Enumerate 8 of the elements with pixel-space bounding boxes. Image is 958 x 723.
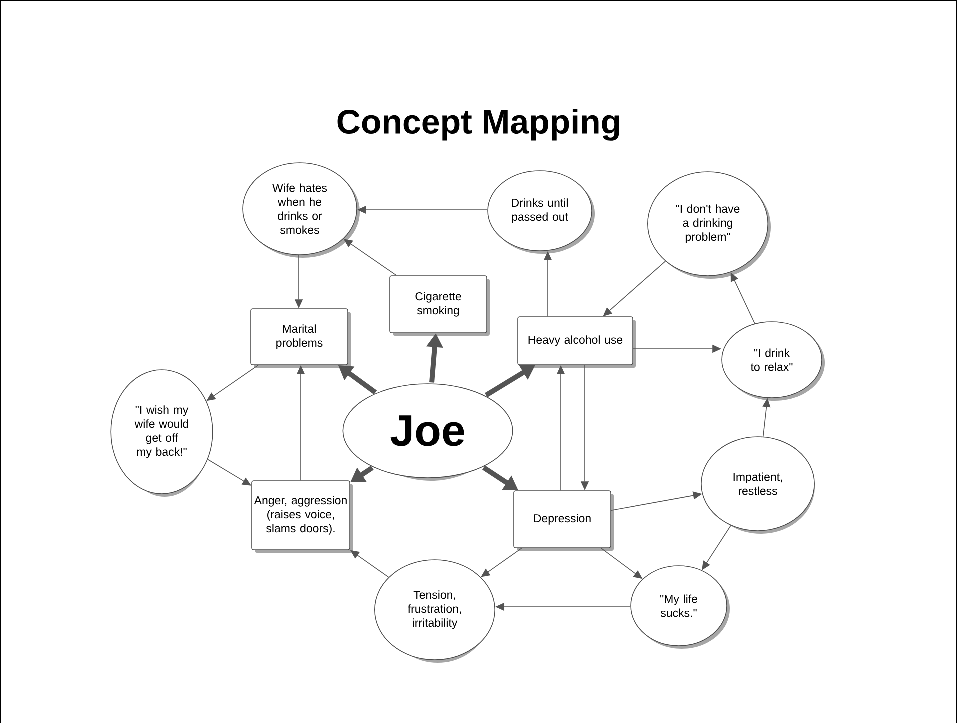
- arrow: [481, 548, 522, 578]
- arrow: [702, 525, 732, 570]
- concept-box: Cigarette smoking: [390, 276, 490, 336]
- title: Concept Mapping: [338, 109, 620, 141]
- concept-box: Marital problems: [250, 308, 351, 368]
- concept-box: Anger, aggression (raises voice, slams doors).: [252, 480, 353, 553]
- concept-box: Depression: [514, 490, 614, 551]
- concept-box: Heavy alcohol use: [518, 316, 636, 368]
